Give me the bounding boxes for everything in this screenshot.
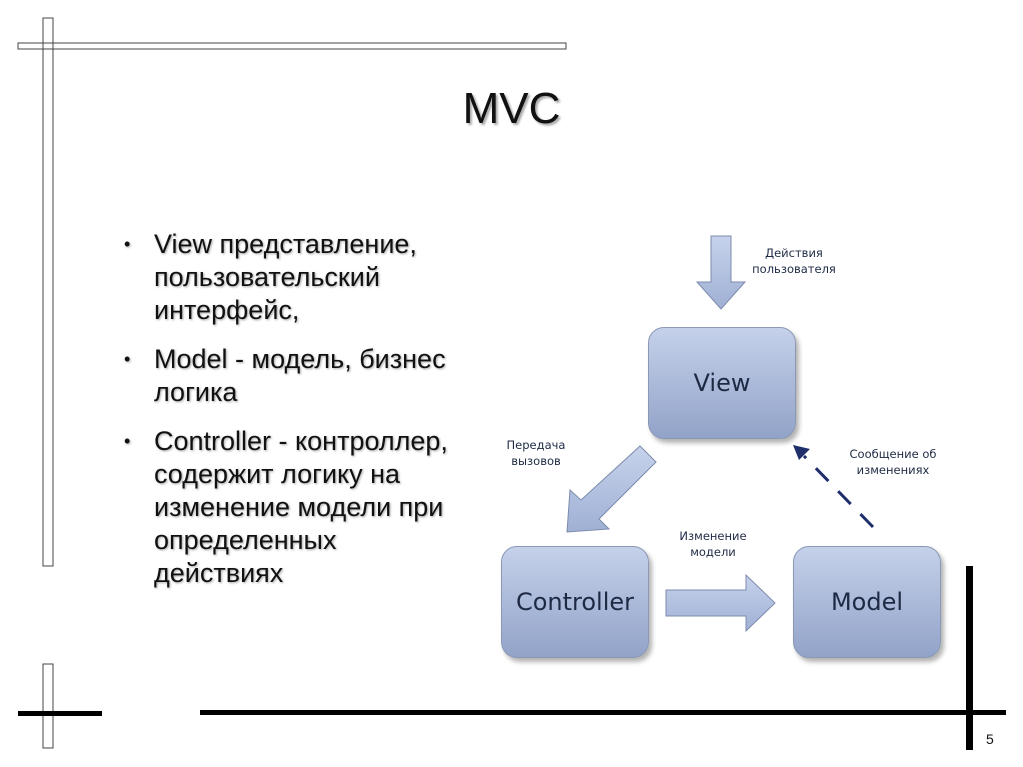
user-actions-label: Действия пользователя <box>752 246 836 276</box>
change-message-arrowhead <box>793 445 810 460</box>
view-node-label: View <box>693 369 751 397</box>
bullet-dot: • <box>124 234 131 254</box>
page-number: 5 <box>986 731 994 747</box>
bullet-list: • View представление, пользовательский ин… <box>120 228 450 606</box>
controller-node: Controller <box>501 546 649 658</box>
bullet-dot: • <box>124 431 131 451</box>
slide-title: MVC <box>462 84 561 133</box>
model-change-label: Изменение модели <box>679 529 747 559</box>
user-action-arrow <box>695 235 747 310</box>
bullet-text: View представление, пользовательский инт… <box>154 229 417 325</box>
bullet-text: Controller - контроллер, содержит логику… <box>154 426 448 588</box>
change-message-dashed-line <box>802 454 875 529</box>
call-transfer-label: Передача вызовов <box>506 438 566 468</box>
bullet-item-model: • Model - модель, бизнес логика <box>120 343 450 409</box>
change-message-label: Сообщение об изменениях <box>849 447 937 477</box>
call-transfer-arrow <box>566 445 657 533</box>
view-node: View <box>648 327 796 439</box>
bullet-dot: • <box>124 349 131 369</box>
model-node: Model <box>793 546 941 658</box>
controller-node-label: Controller <box>515 588 635 616</box>
bullet-item-view: • View представление, пользовательский ин… <box>120 228 450 327</box>
model-change-arrow <box>665 573 776 633</box>
bullet-item-controller: • Controller - контроллер, содержит логик… <box>120 425 450 590</box>
bullet-text: Model - модель, бизнес логика <box>154 344 446 407</box>
model-node-label: Model <box>830 588 904 616</box>
